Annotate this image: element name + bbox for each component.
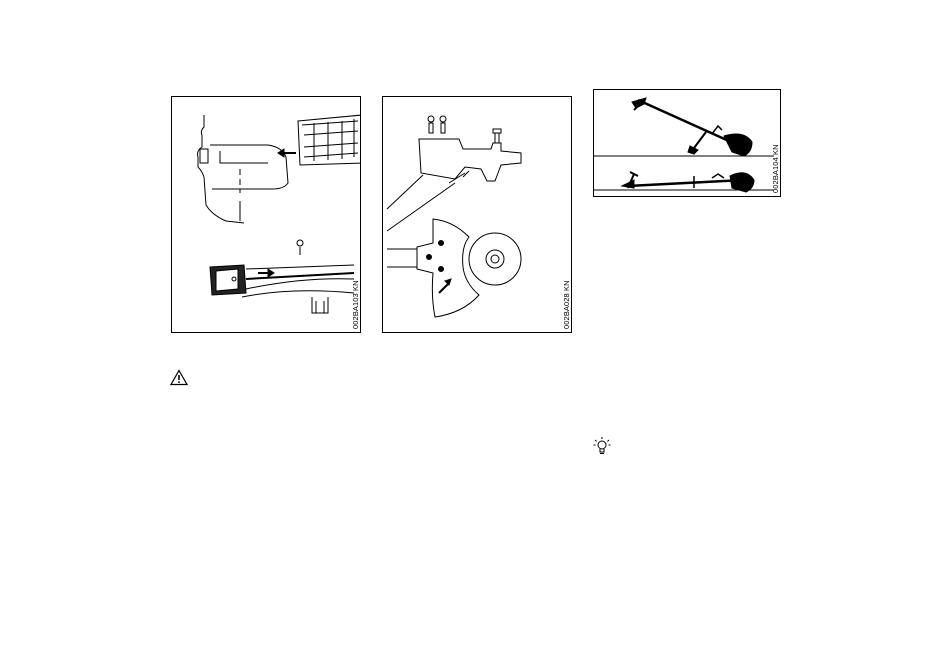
figure-gear-head: 002BA028 KN bbox=[382, 96, 572, 333]
figure-code-label: 002BA103 KN bbox=[351, 280, 360, 329]
figure-operating-position: 002BA104 KN bbox=[593, 89, 781, 197]
figure-code-label: 002BA104 KN bbox=[771, 144, 780, 193]
operating-position-drawing bbox=[594, 90, 781, 197]
warning-triangle-icon bbox=[170, 369, 188, 386]
figure-deflector-mounting: 002BA103 KN bbox=[171, 96, 361, 333]
deflector-mounting-drawing bbox=[172, 97, 361, 333]
lightbulb-tip-icon bbox=[592, 436, 612, 456]
figure-code-label: 002BA028 KN bbox=[562, 280, 571, 329]
gear-head-drawing bbox=[383, 97, 572, 333]
